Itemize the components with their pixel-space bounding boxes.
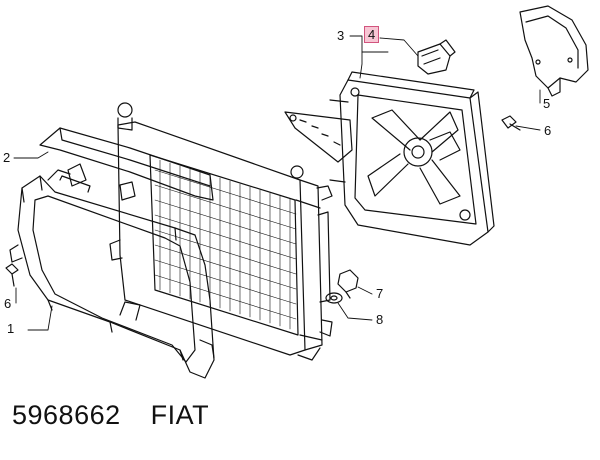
callout-1: 1 (7, 321, 15, 336)
leader-lines (13, 35, 541, 331)
callout-6-left: 6 (4, 296, 12, 311)
temperature-switch-part (337, 269, 359, 299)
brand-name: FIAT (150, 400, 210, 430)
part-number: 5968662 (12, 400, 121, 430)
radiator-core (109, 102, 333, 361)
seal-strip-part (39, 127, 214, 201)
callout-6-right: 6 (544, 123, 552, 138)
bolt-part-right (501, 115, 521, 131)
callout-2: 2 (3, 150, 11, 165)
part-caption: 5968662 FIAT (12, 400, 209, 431)
radiator-fins (154, 159, 297, 330)
washer-part (325, 292, 343, 304)
callout-4-highlighted: 4 (364, 26, 380, 43)
fan-blades (367, 109, 461, 205)
fan-shroud (329, 71, 495, 246)
callout-8: 8 (376, 312, 384, 327)
cover-guard-part (519, 5, 589, 97)
callout-7: 7 (376, 286, 384, 301)
bolt-part-left (5, 263, 19, 287)
fan-bracket (284, 111, 353, 163)
frame-shroud-part (9, 175, 215, 379)
callout-5: 5 (543, 96, 551, 111)
resistor-part (417, 39, 456, 75)
callout-3: 3 (337, 28, 345, 43)
